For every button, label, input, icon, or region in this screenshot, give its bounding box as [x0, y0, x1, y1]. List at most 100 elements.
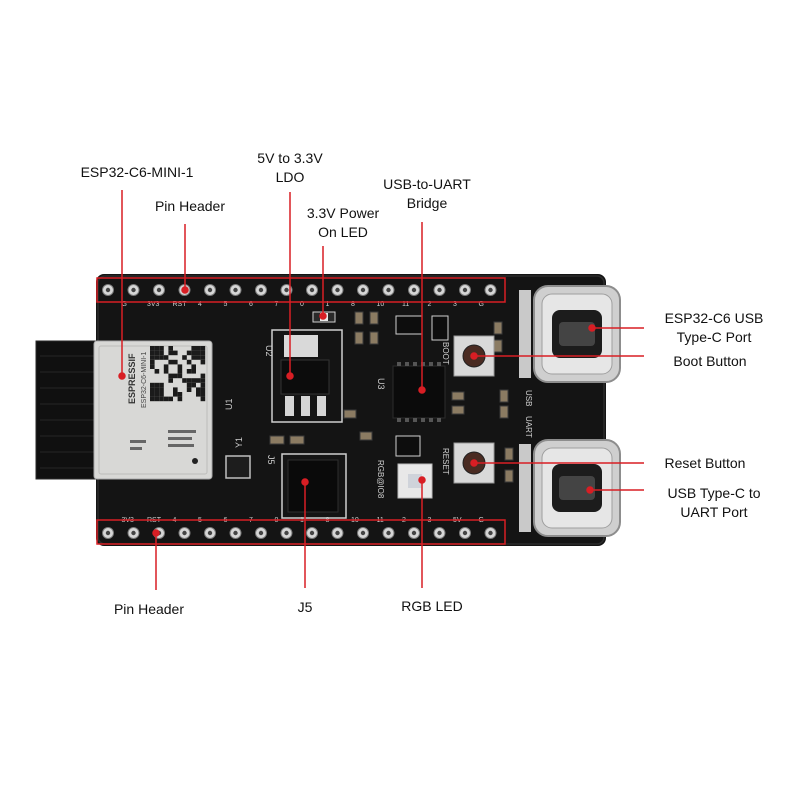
qr-cell — [173, 387, 178, 392]
header-pin-hole — [360, 530, 366, 536]
pin-silkscreen-label: RST — [173, 301, 188, 308]
module-brand: ESPRESSIF — [127, 353, 137, 404]
bridge-ic-pads — [397, 362, 441, 422]
header-pin-hole — [386, 530, 391, 536]
pin-silkscreen-label: G — [479, 301, 484, 308]
callout-text: J5 — [297, 599, 313, 615]
qr-cell — [177, 392, 183, 397]
qr-cell — [191, 369, 196, 374]
callout-pin-header-top: Pin Header — [135, 197, 245, 216]
ldo-outline — [271, 329, 343, 423]
pin-silkscreen-label: 6 — [249, 301, 253, 308]
header-pin-hole — [105, 287, 111, 293]
header-pin-hole — [105, 530, 111, 536]
callout-boot-button: Boot Button — [650, 352, 770, 371]
ref-j5: J5 — [266, 455, 276, 465]
qr-cell — [173, 359, 178, 365]
qr-cell — [186, 378, 192, 383]
callout-text: USB-to-UART — [383, 176, 471, 192]
header-pin-hole — [335, 287, 340, 293]
header-pin-hole — [360, 287, 366, 293]
module-model: ESP32-C6-MINI-1 — [141, 351, 148, 408]
header-pin-hole — [284, 530, 289, 536]
header-pin-hole — [258, 287, 264, 293]
callout-box-bottom-header — [96, 519, 506, 545]
qr-cell — [186, 350, 192, 356]
qr-code — [150, 346, 206, 402]
callout-text: On LED — [318, 224, 368, 240]
ref-y1: Y1 — [234, 437, 244, 448]
qr-cell — [154, 369, 160, 374]
qr-cell — [191, 355, 196, 360]
qr-cell — [150, 359, 155, 365]
callout-text: UART Port — [680, 504, 748, 520]
ref-u3: U3 — [376, 378, 386, 390]
callout-reset-button: Reset Button — [644, 454, 766, 473]
crystal — [225, 455, 251, 479]
qr-cell — [150, 387, 155, 392]
pin-silkscreen-label: 0 — [300, 301, 304, 308]
qr-cell — [159, 387, 164, 392]
qr-cell — [191, 382, 196, 388]
small-ic-2 — [431, 315, 449, 341]
qr-cell — [177, 396, 183, 402]
module-small-print — [130, 430, 196, 450]
qr-cell — [159, 346, 164, 351]
qr-cell — [159, 392, 164, 397]
qr-cell — [182, 378, 187, 383]
callout-box-top-header — [96, 277, 506, 303]
qr-cell — [173, 350, 178, 356]
qr-cell — [154, 346, 160, 351]
ref-reset: RESET — [441, 448, 450, 475]
qr-cell — [196, 346, 201, 351]
header-pin-hole — [131, 530, 136, 536]
qr-cell — [150, 364, 155, 369]
qr-cell — [163, 364, 169, 369]
qr-cell — [154, 355, 160, 360]
qr-cell — [200, 392, 206, 397]
callout-j5: J5 — [275, 598, 335, 617]
pin-silkscreen-label: 2 — [428, 301, 432, 308]
callout-ldo: 5V to 3.3V LDO — [235, 149, 345, 187]
qr-cell — [168, 359, 173, 365]
callout-uart-port: USB Type-C to UART Port — [646, 484, 782, 522]
pin-silkscreen-label: 8 — [351, 301, 355, 308]
qr-cell — [200, 355, 206, 360]
usb-c-connector-bottom — [519, 439, 621, 537]
callout-text: LDO — [275, 169, 305, 185]
callout-text: ESP32-C6-MINI-1 — [80, 164, 194, 180]
header-pin-hole — [386, 287, 391, 293]
rgb-led-die — [408, 474, 422, 488]
pin-silkscreen-label: 10 — [377, 301, 385, 308]
qr-cell — [168, 373, 173, 379]
header-pin-hole — [411, 287, 417, 293]
qr-cell — [154, 396, 160, 402]
qr-cell — [196, 392, 201, 397]
qr-cell — [177, 373, 183, 379]
header-pin-hole — [437, 530, 442, 536]
callout-pin-header-bottom: Pin Header — [94, 600, 204, 619]
module-dot — [192, 458, 198, 464]
qr-cell — [186, 382, 192, 388]
callout-text: Boot Button — [673, 353, 747, 369]
qr-cell — [159, 382, 164, 388]
qr-cell — [150, 350, 155, 356]
ref-uart: UART — [524, 416, 533, 438]
passive-components — [269, 311, 514, 483]
header-pin-hole — [182, 530, 187, 536]
qr-cell — [173, 373, 178, 379]
header-pin-hole — [335, 530, 340, 536]
qr-cell — [200, 387, 206, 392]
pin-silkscreen-label: 7 — [275, 301, 279, 308]
header-pin-hole — [437, 287, 442, 293]
callout-usb-uart-bridge: USB-to-UART Bridge — [362, 175, 492, 213]
callout-text: 5V to 3.3V — [257, 150, 323, 166]
qr-cell — [200, 350, 206, 356]
pin-silkscreen-label: 1 — [326, 301, 330, 308]
callout-lines — [118, 190, 644, 590]
qr-cell — [200, 373, 206, 379]
header-pin-hole — [233, 530, 238, 536]
ldo-tab — [284, 335, 318, 357]
callout-text: Pin Header — [113, 601, 185, 617]
